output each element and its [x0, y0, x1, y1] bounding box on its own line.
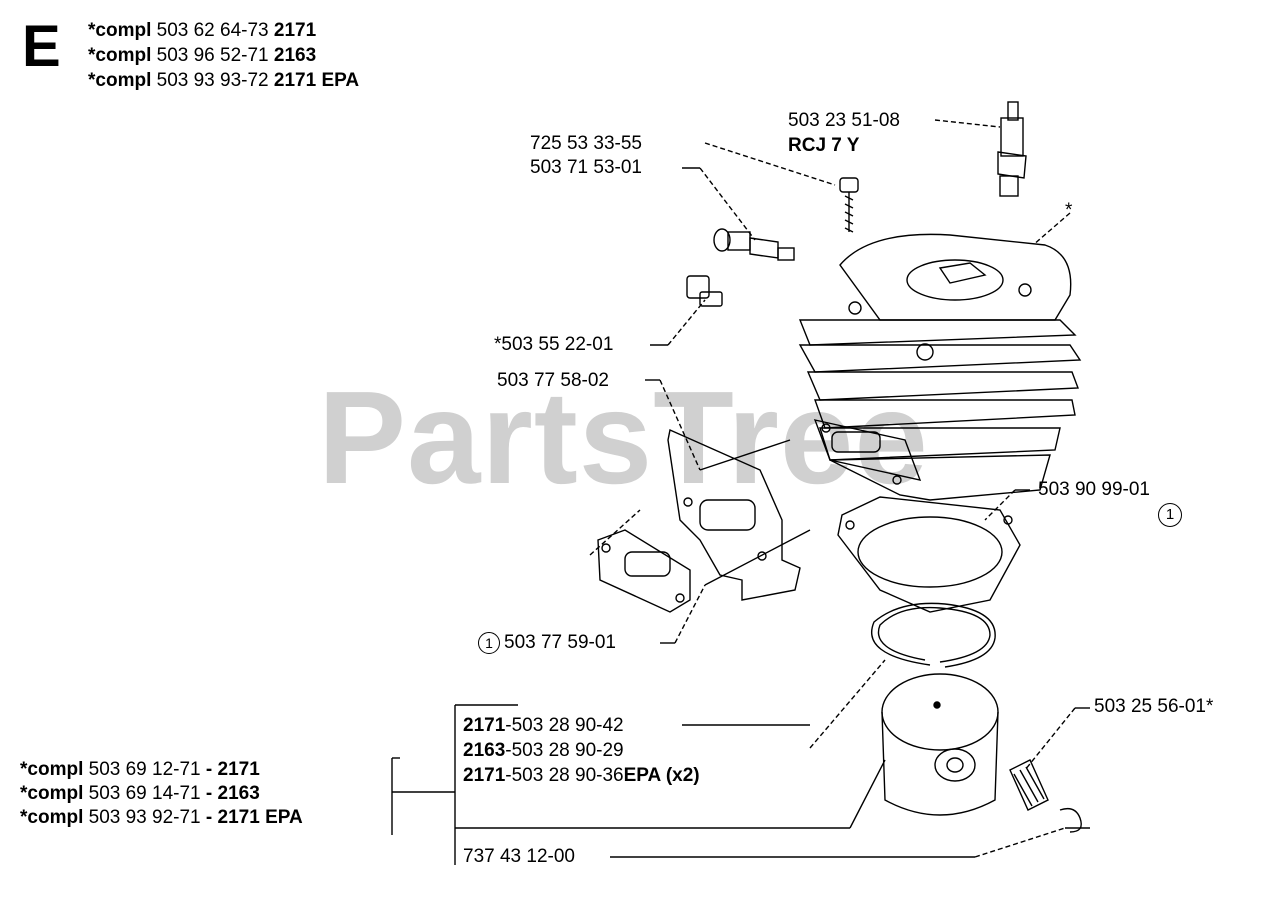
decomp-valve-number: 503 71 53-01: [530, 157, 642, 178]
circlip-number: 737 43 12-00: [463, 846, 575, 867]
watermark: PartsTree: [318, 364, 929, 511]
piston-line: 2171-503 28 90-42: [463, 715, 624, 736]
muffler-plate-number: 503 77 58-02: [497, 370, 609, 391]
leader-spark-plug: [934, 119, 1001, 128]
cylinder-asterisk: *: [1065, 200, 1073, 221]
plug-drawing: [686, 275, 723, 307]
section-letter: E: [22, 14, 61, 79]
kit-compl-line: *compl 503 69 12-71 - 2171: [20, 759, 260, 780]
spark-plug-type: RCJ 7 Y: [788, 135, 860, 156]
decomp-valve-drawing: [713, 228, 795, 261]
muffler-gasket-ref: 1: [478, 632, 500, 654]
muffler-gasket-drawing: [597, 529, 691, 613]
cylinder-gasket-ref: 1: [1158, 503, 1182, 527]
spark-plug-number: 503 23 51-08: [788, 110, 900, 131]
piston-line: 2163-503 28 90-29: [463, 740, 624, 761]
cylinder-gasket-drawing: [837, 496, 1021, 613]
needle-bearing-number: 503 25 56-01*: [1094, 696, 1214, 717]
plug-number: *503 55 22-01: [494, 334, 614, 355]
piston-line: 2171-503 28 90-36EPA (x2): [463, 765, 700, 786]
header-compl-line: *compl 503 96 52-71 2163: [88, 45, 317, 66]
leader-screw: [704, 142, 836, 186]
spark-plug-drawing: [997, 101, 1027, 197]
cylinder-gasket-number: 503 90 99-01: [1038, 479, 1150, 500]
kit-compl-line: *compl 503 93 92-71 - 2171 EPA: [20, 807, 303, 828]
piston-ring-drawing: [871, 602, 996, 668]
needle-bearing-drawing: [1009, 759, 1049, 811]
muffler-gasket-number: 503 77 59-01: [504, 632, 616, 654]
kit-compl-line: *compl 503 69 14-71 - 2163: [20, 783, 260, 804]
screw-drawing: [839, 177, 859, 233]
muffler-plate-drawing: [667, 429, 801, 601]
header-compl-line: *compl 503 93 93-72 2171 EPA: [88, 70, 360, 91]
piston-drawing: [881, 673, 999, 816]
circlip-drawing: [1059, 807, 1082, 833]
cylinder-drawing: [798, 233, 1082, 501]
screw-number: 725 53 33-55: [530, 133, 642, 154]
header-compl-line: *compl 503 62 64-73 2171: [88, 20, 317, 41]
